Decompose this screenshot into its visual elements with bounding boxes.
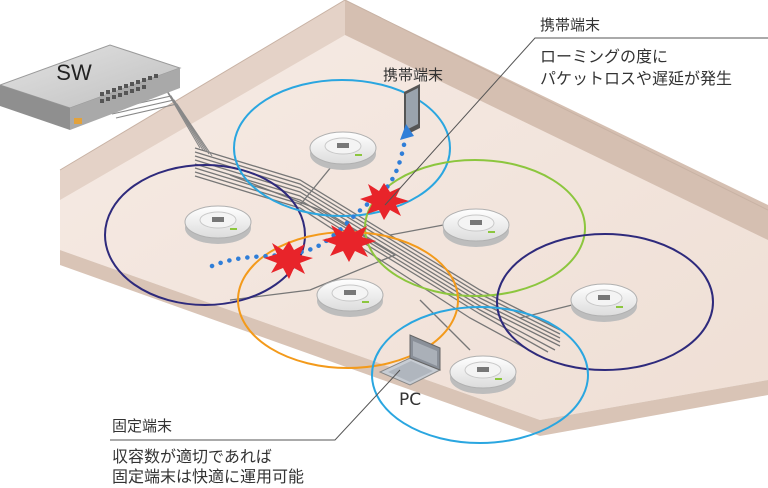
laptop-icon: [378, 334, 442, 386]
coverage-navy-left: [104, 164, 306, 306]
mobile-path-arrowhead: [400, 124, 414, 140]
mobile-roaming-path: [209, 137, 408, 269]
callout-fixed-leader: [110, 369, 401, 441]
coverage-navy-right: [496, 233, 714, 371]
callout-fixed-line1: 収容数が適切であれば: [112, 447, 272, 466]
room-back-wall: [345, 0, 768, 240]
access-point-icon: [570, 283, 638, 322]
access-points: [184, 131, 638, 394]
callout-fixed-title: 固定端末: [112, 417, 172, 435]
access-point-icon: [309, 131, 377, 170]
callout-mobile-title: 携帯端末: [540, 16, 600, 34]
callout-mobile-leader: [384, 37, 768, 206]
coverage-cyan-bottom: [371, 306, 589, 444]
mobile-device-label: 携帯端末: [383, 66, 443, 84]
callout-fixed: 固定端末 収容数が適切であれば 固定端末は快適に運用可能: [110, 369, 401, 486]
coverage-cyan-top: [233, 79, 451, 217]
packet-loss-burst-icon: [322, 223, 376, 262]
room-side-wall: [60, 0, 345, 200]
callout-mobile: 携帯端末 ローミングの度に パケットロスや遅延が発生: [384, 16, 768, 206]
access-point-icon: [316, 278, 384, 317]
access-point-icon: [442, 208, 510, 247]
pc-label: PC: [399, 390, 421, 410]
callout-mobile-line2: パケットロスや遅延が発生: [540, 69, 732, 88]
callout-mobile-line1: ローミングの度に: [540, 47, 668, 66]
smartphone-icon: [404, 84, 420, 136]
access-point-icon: [184, 205, 252, 244]
access-point-icon: [449, 355, 517, 394]
callout-fixed-line2: 固定端末は快適に運用可能: [112, 467, 304, 486]
switch-label: SW: [56, 60, 92, 85]
switch-icon: [0, 44, 182, 130]
coverage-areas: [104, 79, 714, 444]
packet-loss-burst-icon: [264, 241, 313, 279]
